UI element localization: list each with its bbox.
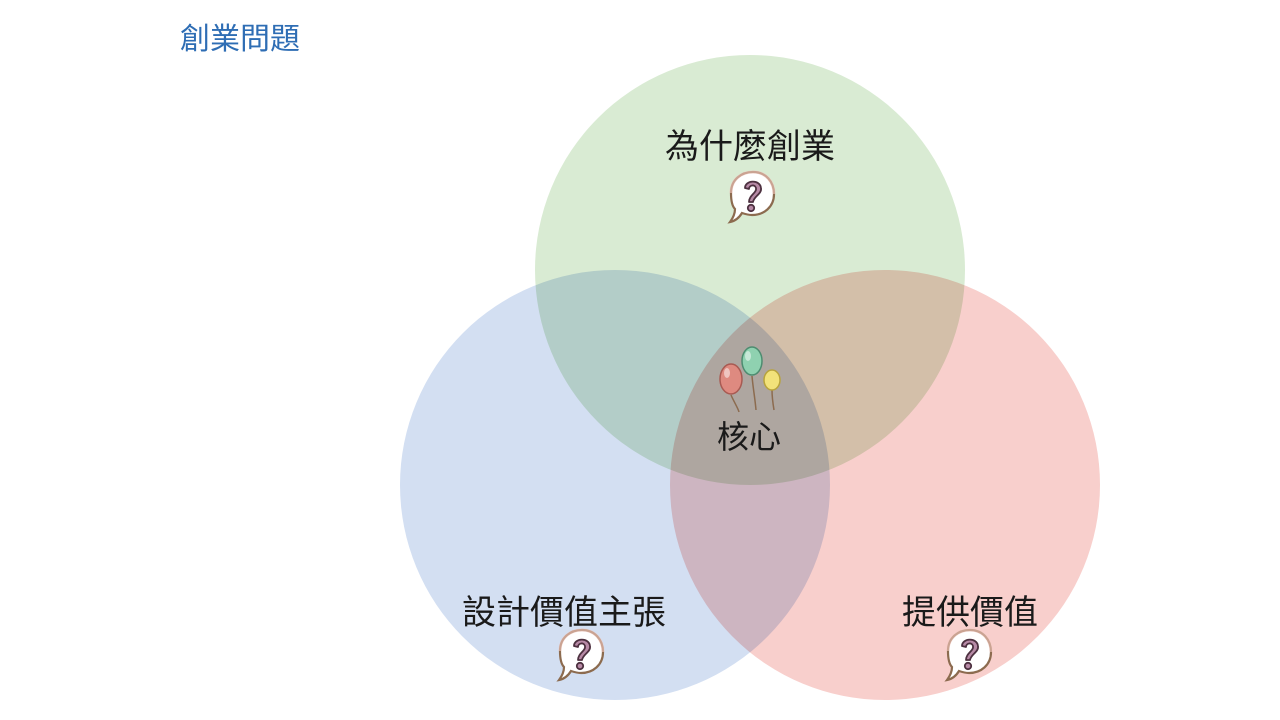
venn-label-top: 為什麼創業 (665, 127, 835, 167)
balloons-icon (719, 346, 781, 413)
venn-label-right: 提供價值 (902, 593, 1038, 633)
venn-label-center: 核心 (717, 418, 781, 456)
venn-label-left: 設計價值主張 (462, 593, 666, 633)
slide-title: 創業問題 (180, 22, 300, 57)
venn-circle-right (670, 270, 1100, 700)
